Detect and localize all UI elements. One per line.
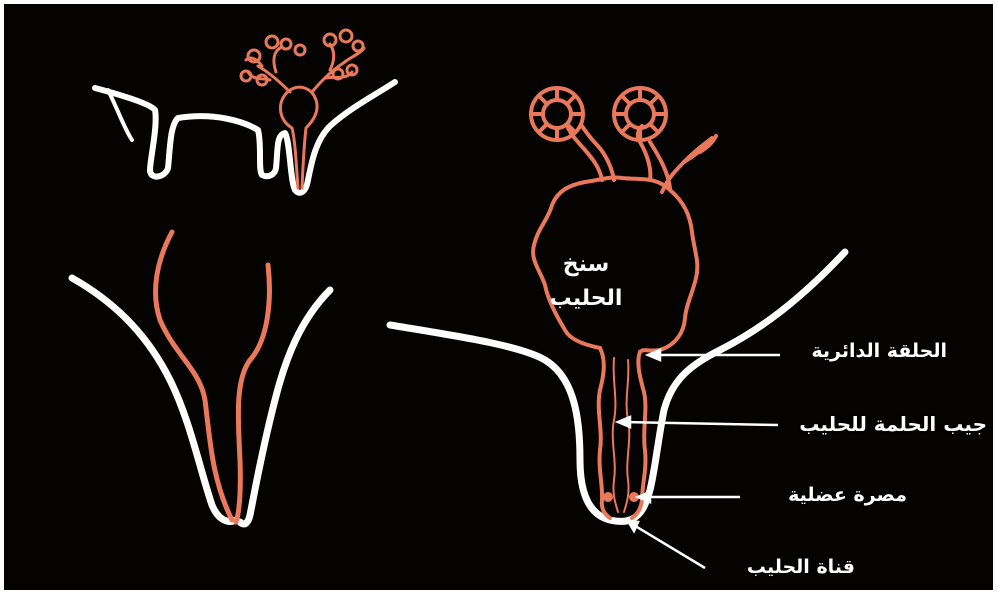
alveolus-label: سنخ الحليب	[526, 248, 646, 316]
circular-ring-label: الحلقة الدائرية	[811, 340, 947, 362]
sphincter-dot-left	[603, 492, 613, 502]
alveolus-label-line1: سنخ	[526, 248, 646, 282]
alveolus-label-line2: الحليب	[526, 282, 646, 316]
milk-duct-label: قناة الحليب	[747, 556, 855, 578]
nipple-milk-pocket-label: جيب الحلمة للحليب	[799, 412, 987, 436]
muscular-sphincter-label: مصرة عضلية	[788, 484, 907, 506]
